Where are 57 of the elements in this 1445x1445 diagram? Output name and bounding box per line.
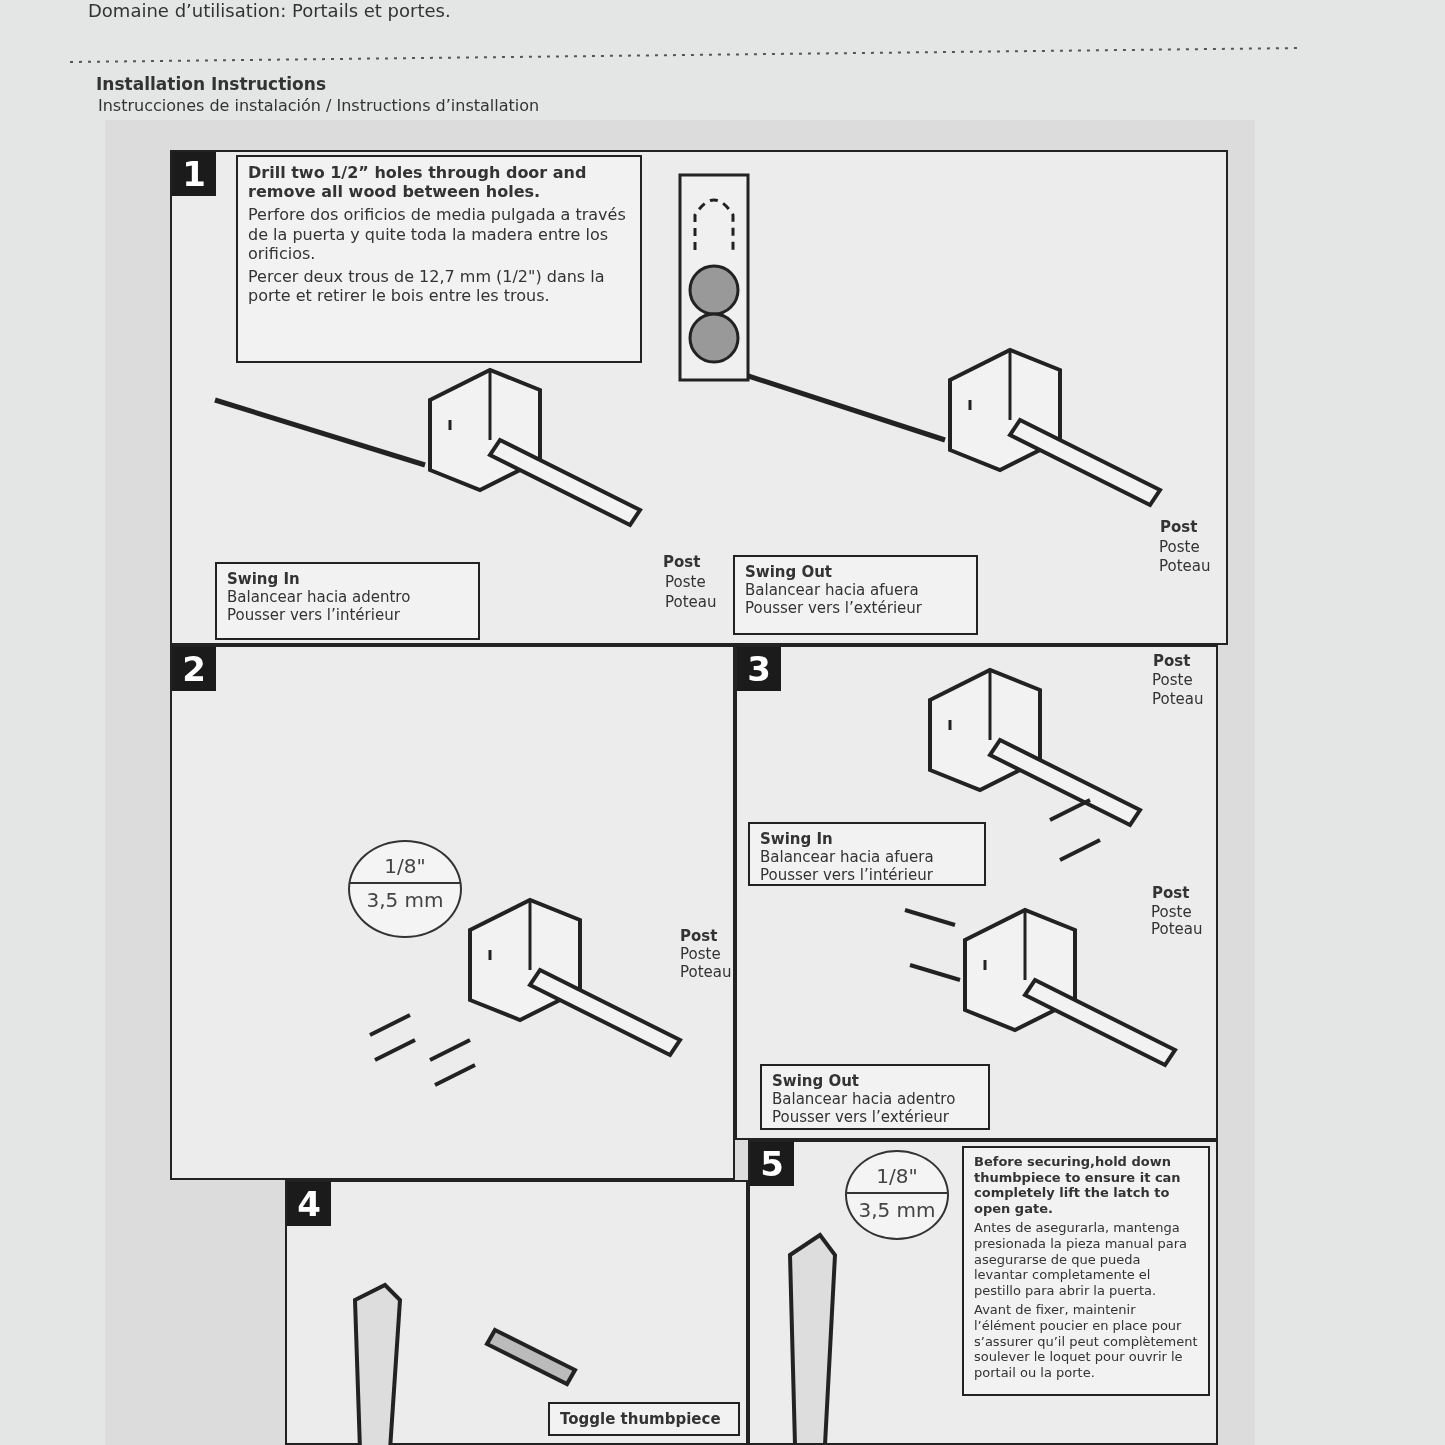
step-panel xyxy=(170,645,735,1180)
body-text: Pousser vers l’extérieur xyxy=(772,1108,950,1126)
text-box xyxy=(760,1064,990,1130)
body-text: Percer deux trous de 12,7 mm (1/2") dans la porte et retirer le bois entre les trous. xyxy=(248,266,606,306)
post-label: Poste xyxy=(1151,903,1192,921)
text-box xyxy=(548,1402,740,1436)
heading-text: Drill two 1/2” holes through door and remove all wood between holes. xyxy=(248,163,588,202)
body-text: Antes de asegurarla, mantenga presionada la pieza manual para asegurarse de que pueda levantar completamente el pestillo para abrir la puerta. xyxy=(974,1220,1189,1299)
heading-text: Swing Out xyxy=(772,1072,861,1090)
step-panel xyxy=(748,1140,1218,1445)
body-text: Pousser vers l’intérieur xyxy=(760,866,934,884)
step-number: 2 xyxy=(172,647,216,691)
heading-text: Before securing,hold down thumbpiece to ensure it can completely lift the latch to open gate. xyxy=(974,1154,1182,1217)
heading-text: Swing In xyxy=(760,830,834,848)
post-label: Poteau xyxy=(665,593,717,611)
post-label: Post xyxy=(1153,652,1191,670)
post-label: Poste xyxy=(1159,538,1200,556)
post-label: Poste xyxy=(1152,671,1193,689)
post-label: Poteau xyxy=(1151,920,1203,938)
post-label: Post xyxy=(663,553,701,571)
post-label: Poste xyxy=(680,945,721,963)
heading-text: Swing Out xyxy=(745,563,834,581)
dimension-text: 1/8" xyxy=(383,854,427,878)
body-text: Balancear hacia adentro xyxy=(772,1090,957,1108)
heading-text: Domaine d’utilisation: Portails et portes. xyxy=(88,0,451,21)
text-box xyxy=(236,155,642,363)
body-text: Pousser vers l’intérieur xyxy=(227,606,401,624)
body-text: Balancear hacia afuera xyxy=(760,848,935,866)
dimension-text: 1/8" xyxy=(875,1164,919,1188)
body-text: Balancear hacia adentro xyxy=(227,588,412,606)
step-number: 1 xyxy=(172,152,216,196)
post-label: Post xyxy=(1152,884,1190,902)
section-heading: Installation Instructions xyxy=(96,74,326,94)
dimension-text: 3,5 mm xyxy=(350,882,460,912)
text-box xyxy=(962,1146,1210,1396)
post-label: Poteau xyxy=(680,963,732,981)
post-label: Post xyxy=(680,927,718,945)
post-label: Poteau xyxy=(1152,690,1204,708)
step-number: 4 xyxy=(287,1182,331,1226)
text-box xyxy=(215,562,480,640)
heading-text: Instrucciones de instalación / Instructions d’installation xyxy=(98,96,540,115)
dimension-text: 3,5 mm xyxy=(847,1192,947,1222)
heading-text: Swing In xyxy=(227,570,301,588)
body-text: Balancear hacia afuera xyxy=(745,581,920,599)
step-panel xyxy=(285,1180,748,1445)
text-box xyxy=(733,555,978,635)
step-number: 5 xyxy=(750,1142,794,1186)
post-label: Post xyxy=(1160,518,1198,536)
body-text: Avant de fixer, maintenir l’élément poucier en place pour s’assurer qu’il peut complètement soulever le loquet pour ouvrir le portail ou la porte. xyxy=(974,1302,1198,1381)
heading-text: Toggle thumbpiece xyxy=(560,1410,722,1428)
post-label: Poteau xyxy=(1159,557,1211,575)
step-panel xyxy=(170,150,1228,645)
body-text: Perfore dos orificios de media pulgada a través de la puerta y quite toda la madera entre los orificios. xyxy=(248,205,627,263)
text-box xyxy=(748,822,986,886)
post-label: Poste xyxy=(665,573,706,591)
step-number: 3 xyxy=(737,647,781,691)
body-text: Pousser vers l’extérieur xyxy=(745,599,923,617)
